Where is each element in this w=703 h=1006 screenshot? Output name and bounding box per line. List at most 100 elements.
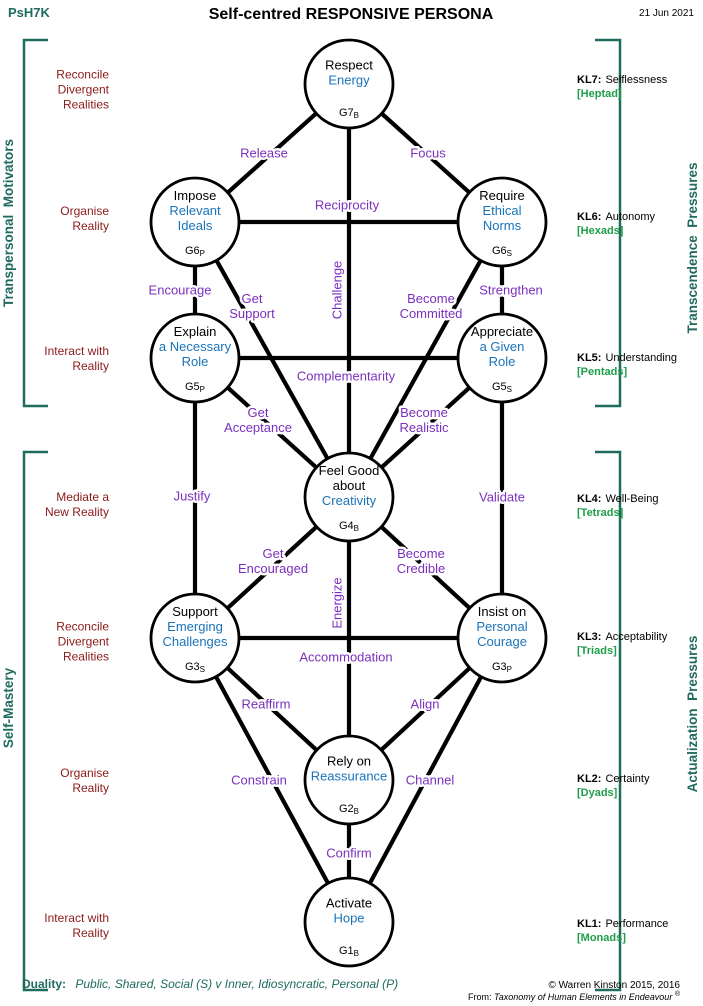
edge-label-text: Strengthen	[479, 283, 543, 298]
level-kl2: KL2:Certainty [Dyads]	[577, 773, 650, 799]
header-code: PsH7K	[8, 5, 51, 20]
source-line: From: Taxonomy of Human Elements in Ende…	[468, 990, 681, 1002]
left-label-line: Mediate a	[56, 490, 109, 504]
copyright: © Warren Kinston 2015, 2016	[548, 980, 680, 991]
edge-label-text: Realistic	[399, 420, 449, 435]
edge-label-text: Support	[229, 306, 275, 321]
edge-label-justify: Justify	[171, 486, 213, 506]
page-title: Self-centred RESPONSIVE PERSONA	[209, 6, 494, 23]
edge-label-text: Become	[407, 291, 455, 306]
left-label-line: Interact with	[44, 911, 109, 925]
edge-label-reaffirm: Reaffirm	[239, 694, 293, 714]
level-group: [Dyads]	[577, 787, 618, 799]
left-label-line: New Reality	[45, 505, 109, 519]
level-group: [Pentads]	[577, 366, 627, 378]
node-title: Rely on	[327, 754, 371, 769]
node-title: Impose	[174, 188, 217, 203]
left-label-line: Reconcile	[56, 620, 109, 634]
node-circle	[303, 38, 395, 130]
edge-label-release: Release	[238, 143, 291, 163]
source-title: Taxonomy of Human Elements in Endeavour	[494, 992, 673, 1002]
node-circle	[149, 592, 241, 684]
nodes: RespectEnergyG7BImposeRelevantIdealsG6PR…	[149, 38, 548, 968]
left-label-line: Divergent	[58, 635, 110, 649]
node-concept: Relevant	[169, 203, 221, 218]
edge-label-text: Reciprocity	[315, 198, 380, 213]
node-circle	[303, 876, 395, 968]
left-top-bracket	[22, 38, 48, 408]
edge-label-text: Accommodation	[299, 650, 392, 665]
level-group: [Hexads]	[577, 225, 624, 237]
node-circle	[303, 451, 395, 543]
node-title: Explain	[174, 324, 217, 339]
edge-label-constrain: Constrain	[229, 770, 290, 790]
node-circle	[456, 592, 548, 684]
edge-label-text: Encourage	[149, 283, 212, 298]
node-code: G2B	[339, 803, 359, 816]
node-title: Appreciate	[471, 324, 533, 339]
node-code: G3P	[492, 661, 512, 674]
edge-label-strengthen: Strengthen	[477, 280, 546, 300]
level-title: KL4:Well-Being	[577, 493, 658, 505]
node-concept: Ideals	[178, 218, 213, 233]
node-circle	[456, 176, 548, 268]
left-label-line: Reality	[72, 359, 109, 373]
node-circle	[456, 312, 548, 404]
level-title: KL7:Selflessness	[577, 74, 668, 86]
node-concept: Courage	[477, 634, 527, 649]
duality-footer: Duality: Public, Shared, Social (S) v In…	[22, 977, 398, 991]
node-title: Require	[479, 188, 525, 203]
edge-label-text: Complementarity	[297, 369, 396, 384]
level-group: [Tetrads]	[577, 507, 624, 519]
right-bottom-bracket	[595, 450, 622, 992]
edge-g3s-g1	[193, 636, 351, 924]
level-title: KL2:Certainty	[577, 773, 650, 785]
node-concept: Creativity	[322, 493, 377, 508]
edge-label-complementarity: Complementarity	[294, 366, 398, 386]
right-top-bracket-label: Transcendence Pressures	[685, 162, 700, 333]
edge-label-channel: Channel	[403, 770, 457, 790]
node-concept: Challenges	[162, 634, 228, 649]
level-labels: KL7:Selflessness[Heptad]KL6:Autonomy[Hex…	[577, 74, 677, 944]
node-code: G7B	[339, 107, 359, 120]
left-label-line: Organise	[60, 204, 109, 218]
node-code: G6P	[185, 245, 205, 258]
edge-label-text: Get	[242, 291, 263, 306]
level-group: [Triads]	[577, 645, 617, 657]
node-circle	[149, 312, 241, 404]
node-concept: Energy	[328, 73, 370, 88]
level-kl5: KL5:Understanding [Pentads]	[577, 352, 677, 378]
edge-label-text: Become	[397, 546, 445, 561]
left-bottom-bracket-label: Self-Mastery	[1, 667, 16, 748]
edge-label-confirm: Confirm	[324, 843, 375, 863]
edge-label-text: Validate	[479, 490, 525, 505]
edge-label-text: Encouraged	[238, 561, 308, 576]
edge-label-text: Committed	[400, 306, 463, 321]
left-label-line: Divergent	[58, 83, 110, 97]
edge-label-text: Confirm	[326, 846, 372, 861]
left-label-line: Organise	[60, 766, 109, 780]
edge-label-text: Release	[240, 146, 288, 161]
edge-label-text: Reaffirm	[242, 697, 291, 712]
edge-label-align: Align	[408, 694, 442, 714]
level-title: KL5:Understanding	[577, 352, 677, 364]
header-date: 21 Jun 2021	[639, 8, 694, 19]
right-top-bracket	[595, 38, 622, 408]
level-title: KL3:Acceptability	[577, 631, 668, 643]
edge-label-accommodation: Accommodation	[297, 647, 395, 667]
edge-label-focus: Focus	[408, 143, 449, 163]
node-concept: Personal	[476, 619, 527, 634]
node-title: Activate	[326, 896, 372, 911]
edge-label-validate: Validate	[476, 487, 527, 507]
